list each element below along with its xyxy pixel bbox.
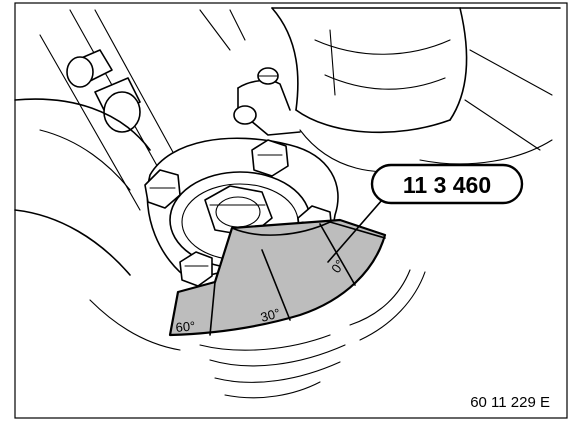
angle-gauge-tool <box>168 218 387 337</box>
scale-mark-30: 30° <box>259 305 282 325</box>
callout-box: 11 3 460 <box>370 163 524 205</box>
central-hex-nut <box>204 185 273 237</box>
callout-leader-line <box>327 199 383 263</box>
upper-bracket <box>233 67 301 136</box>
tool-number-label: 11 3 460 <box>403 172 491 198</box>
figure-reference-code: 60 11 229 E <box>470 394 550 411</box>
linkage-rod <box>39 9 246 211</box>
motion-lines <box>199 269 426 399</box>
engine-housing <box>271 7 561 173</box>
left-housing <box>14 98 181 351</box>
scale-mark-60: 60° <box>175 318 196 335</box>
